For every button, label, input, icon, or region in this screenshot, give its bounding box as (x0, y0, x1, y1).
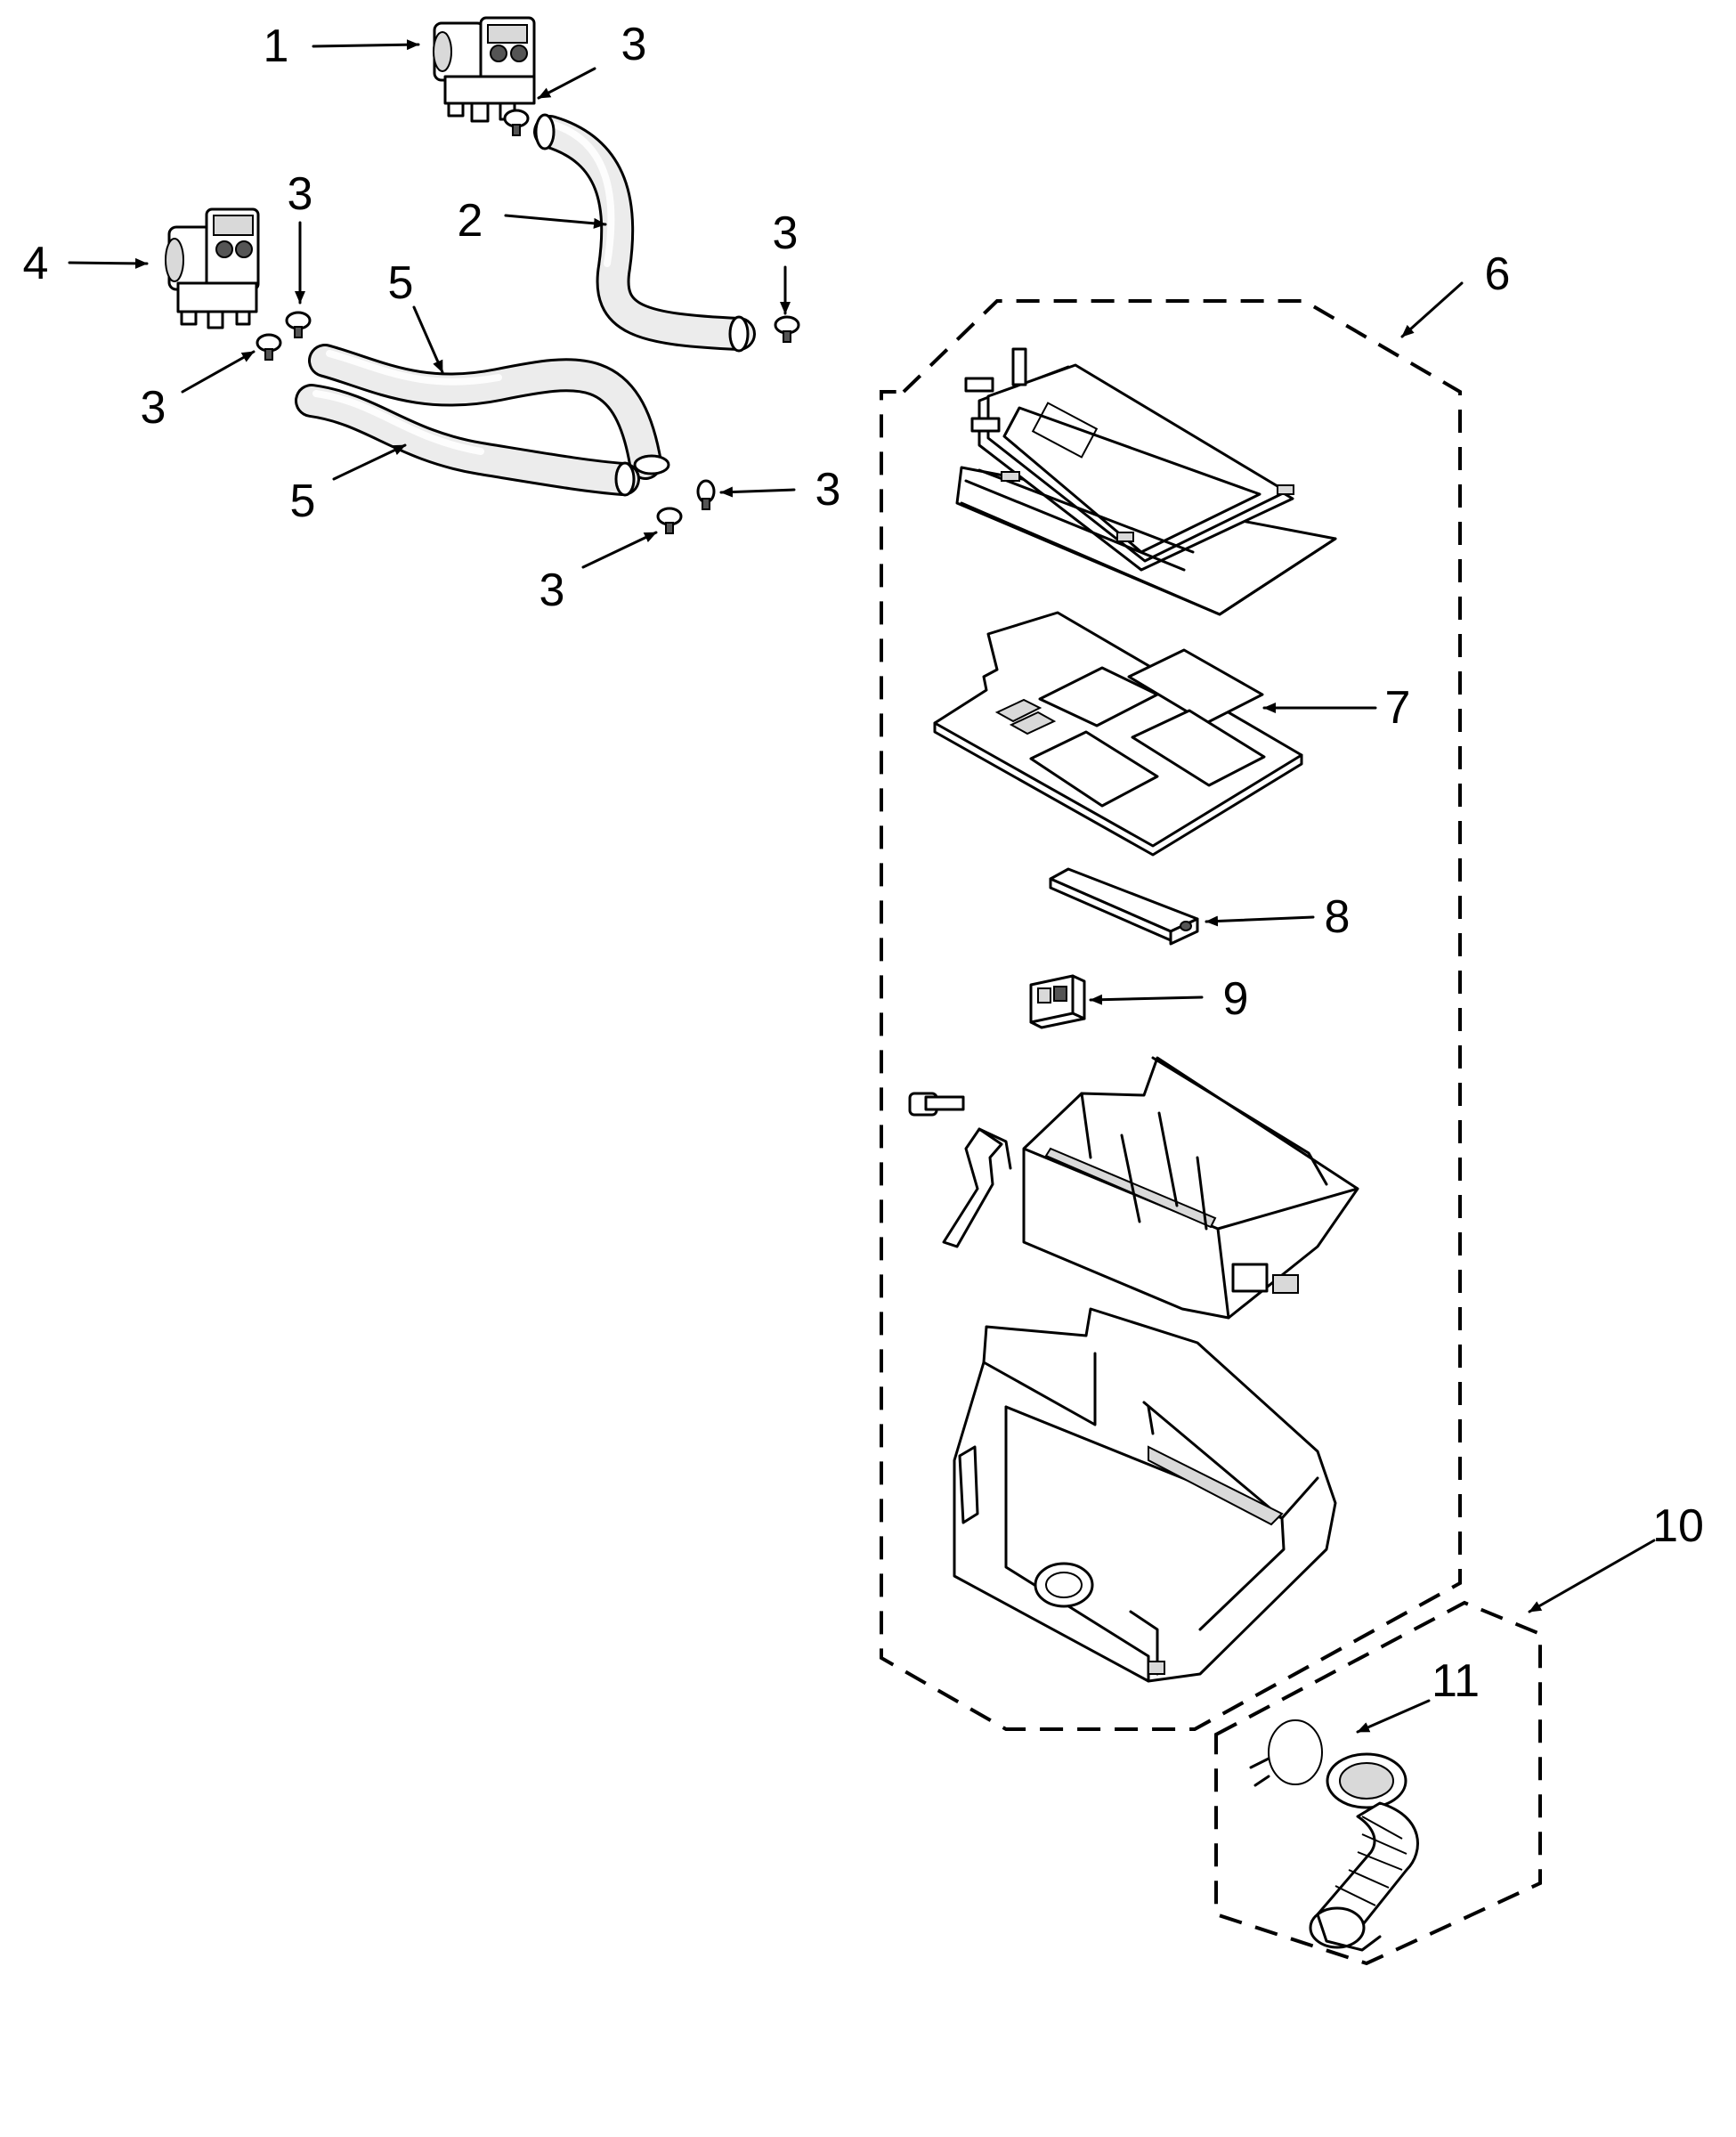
dispenser-group-outline (880, 299, 1462, 1731)
callout-9: 9 (1222, 973, 1249, 1025)
callout-3: 3 (539, 565, 565, 616)
callout-3: 3 (772, 207, 799, 259)
dispenser-housing (953, 1307, 1337, 1683)
part-8-siphon-cap (1049, 867, 1199, 946)
clamp-11-ring (1249, 1719, 1323, 1787)
callout-5: 5 (289, 475, 316, 527)
callout-4: 4 (22, 238, 49, 289)
leader-lines (68, 39, 1656, 1734)
callout-3: 3 (621, 19, 647, 70)
water-valve-4 (165, 207, 260, 329)
hoses-5 (295, 344, 670, 497)
fill-hose-2 (533, 113, 756, 353)
dispenser-housing-cover (955, 347, 1337, 616)
hose-kit-outline (1214, 1600, 1542, 1966)
hose-clamp (256, 333, 282, 361)
callout-3: 3 (287, 168, 313, 220)
callout-7: 7 (1384, 682, 1411, 734)
callout-6: 6 (1484, 248, 1511, 300)
callout-11: 11 (1432, 1655, 1480, 1707)
part-9-insert (1029, 974, 1086, 1029)
hose-clamp (503, 109, 530, 136)
callout-3: 3 (815, 464, 841, 516)
callout-2: 2 (457, 195, 483, 247)
callout-1: 1 (263, 20, 289, 72)
hose-clamp (285, 311, 312, 338)
hose-clamp (696, 479, 716, 510)
callout-10: 10 (1652, 1500, 1704, 1552)
dispenser-cover-plate (933, 611, 1303, 857)
dispenser-hose (1309, 1752, 1419, 1952)
callout-8: 8 (1324, 891, 1351, 943)
hose-clamp (656, 507, 683, 534)
dispenser-drawer (908, 1056, 1359, 1320)
hose-clamp (774, 315, 800, 343)
callout-3: 3 (140, 382, 166, 434)
callout-5: 5 (387, 257, 414, 309)
water-valve-1 (433, 16, 536, 123)
